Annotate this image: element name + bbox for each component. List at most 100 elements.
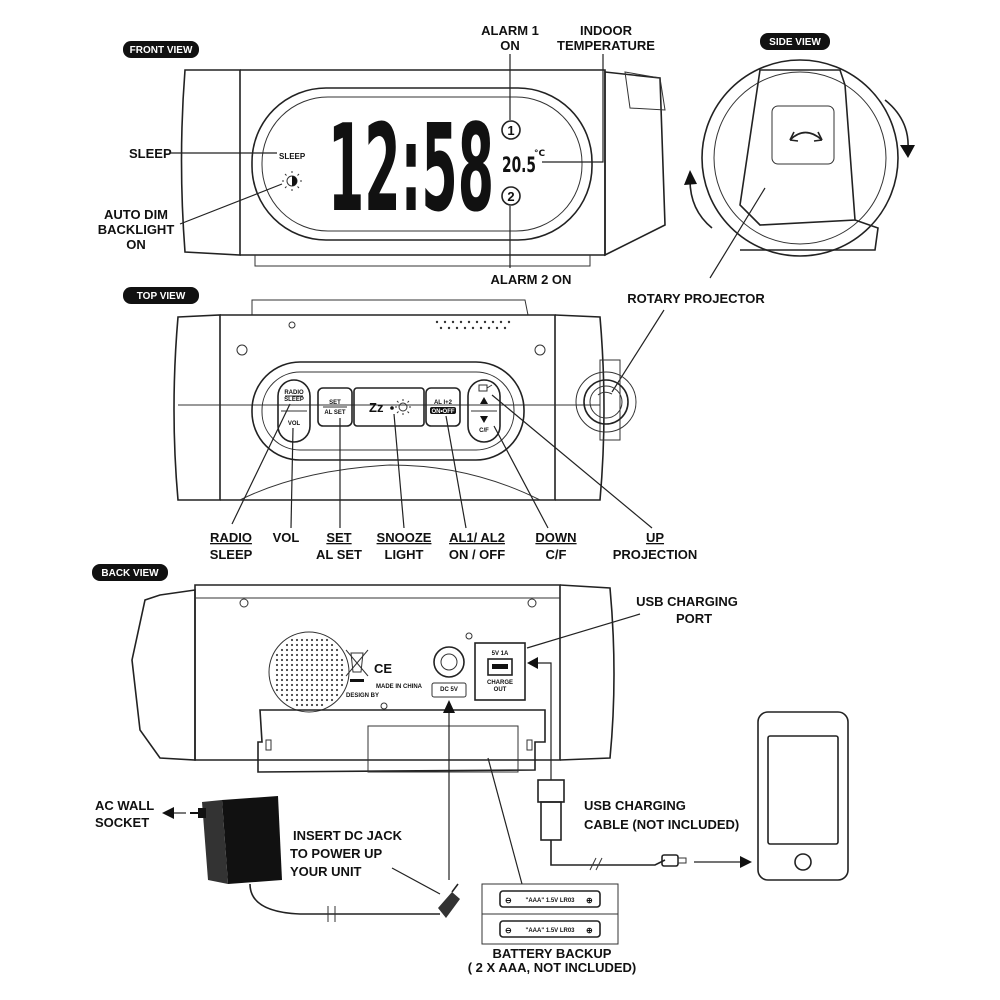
al-callout-line2: ON / OFF xyxy=(449,547,505,562)
display-temp-unit: °C xyxy=(534,149,546,159)
up-arrow-icon xyxy=(480,397,488,404)
top-projector-outer xyxy=(575,371,637,433)
battery-1-plus: ⊕ xyxy=(586,896,593,905)
made-in-label: MADE IN CHINA xyxy=(376,684,423,690)
down-callout-line1: DOWN xyxy=(535,530,576,545)
usb-port-label-line3: OUT xyxy=(494,687,507,693)
usb-cable-callout-line2: CABLE (NOT INCLUDED) xyxy=(584,817,739,832)
design-by-label: DESIGN BY xyxy=(346,693,379,699)
alarm2-callout: ALARM 2 ON xyxy=(491,272,572,287)
sleep-callout: SLEEP xyxy=(129,146,172,161)
sleep-button-label: SLEEP xyxy=(284,397,304,403)
set-button[interactable] xyxy=(317,387,353,427)
cf-button-label: C/F xyxy=(479,428,489,434)
alset-button-label: AL SET xyxy=(324,410,346,416)
top-body xyxy=(220,314,556,501)
front-view-title: FRONT VIEW xyxy=(130,45,193,56)
light-callout-line2: LIGHT xyxy=(385,547,424,562)
up-down-button[interactable] xyxy=(467,379,501,443)
ac-adapter xyxy=(190,796,460,922)
down-arrow-icon xyxy=(480,416,488,423)
speaker-grille-dots xyxy=(275,638,344,707)
usb-port-callout-line2: PORT xyxy=(676,611,712,626)
front-projector-top xyxy=(624,71,666,111)
snooze-light-button[interactable] xyxy=(353,387,425,427)
front-left-cap xyxy=(180,69,241,256)
side-body-inner xyxy=(713,71,887,245)
display-sleep: SLEEP xyxy=(279,152,306,161)
front-view: FRONT VIEW SLEEP 12:58 1 20.5 xyxy=(98,23,666,287)
front-right-cap xyxy=(604,71,666,257)
al-callout-line1: AL1/ AL2 xyxy=(449,530,505,545)
top-view-pill xyxy=(123,287,199,304)
battery-2-label: "AAA" 1.5V LR03 xyxy=(525,928,575,934)
back-stand xyxy=(257,709,546,773)
insert-dc-callout-line3: YOUR UNIT xyxy=(290,864,362,879)
alarm2-icon: 2 xyxy=(501,186,521,206)
set-callout-line1: SET xyxy=(326,530,351,545)
battery-2 xyxy=(499,920,601,938)
side-rotate-arrow xyxy=(789,131,823,141)
auto-dim-label-line3: ON xyxy=(126,237,146,252)
display-time: 12:58 xyxy=(328,100,494,239)
front-display-outer xyxy=(251,87,593,241)
snooze-button-label: Zz xyxy=(369,400,384,415)
insert-dc-leader xyxy=(391,867,441,895)
top-left-cap xyxy=(173,314,221,501)
alarm1-icon: 1 xyxy=(501,120,521,140)
side-rotation-arrow-left xyxy=(689,179,713,229)
ce-mark: CE xyxy=(374,661,392,676)
usb-port[interactable] xyxy=(487,658,513,676)
battery-callout-line2: ( 2 X AAA, NOT INCLUDED) xyxy=(468,960,637,975)
ac-socket-callout-line2: SOCKET xyxy=(95,815,149,830)
light-sun-icon xyxy=(395,399,411,415)
sleep-callout-line2: SLEEP xyxy=(210,547,253,562)
alarm1-number: 1 xyxy=(507,123,514,138)
alset-callout-line2: AL SET xyxy=(316,547,362,562)
indoor-temp-label-line2: TEMPERATURE xyxy=(557,38,655,53)
top-button-panel xyxy=(251,361,525,461)
battery-leader xyxy=(487,757,523,885)
front-stand xyxy=(254,255,591,267)
radio-callout-line1: RADIO xyxy=(210,530,252,545)
indoor-temp-leader xyxy=(542,54,604,163)
side-view-pill xyxy=(760,33,830,50)
rotary-projector-leader-top xyxy=(611,309,665,393)
display-temperature: 20.5 xyxy=(502,153,536,177)
up-callout-line1: UP xyxy=(646,530,664,545)
indoor-temp-label-line1: INDOOR xyxy=(580,23,633,38)
top-projector-lens xyxy=(589,385,623,419)
auto-dim-leader xyxy=(179,183,283,225)
insert-dc-callout-line1: INSERT DC JACK xyxy=(293,828,403,843)
radio-sleep-vol-button[interactable] xyxy=(277,379,311,443)
dc-jack[interactable] xyxy=(433,646,465,678)
radio-sleep-leader xyxy=(231,403,291,525)
al-leader xyxy=(445,415,467,529)
usb-plug-arrow xyxy=(535,662,552,780)
usb-cable xyxy=(550,840,666,866)
front-view-pill xyxy=(123,41,199,58)
projection-icon xyxy=(478,384,493,392)
top-right-cap xyxy=(554,314,605,501)
alarm2-number: 2 xyxy=(507,189,514,204)
vol-button-label: VOL xyxy=(288,421,301,427)
usb-port-leader xyxy=(526,613,641,649)
cf-callout-line2: C/F xyxy=(546,547,567,562)
side-base xyxy=(740,219,879,251)
side-projector-lens xyxy=(771,105,835,165)
top-vent-dots xyxy=(435,320,511,330)
back-view: BACK VIEW CE MADE IN CHINA DESIGN BY DC … xyxy=(92,564,849,975)
down-leader xyxy=(493,425,549,529)
top-antenna xyxy=(251,299,529,316)
usb-plug xyxy=(537,779,565,803)
up-leader xyxy=(491,394,653,529)
weee-icon xyxy=(345,649,369,682)
insert-dc-callout-line2: TO POWER UP xyxy=(290,846,383,861)
dc-label-box xyxy=(431,682,467,698)
vol-callout: VOL xyxy=(273,530,300,545)
al12-onoff-button[interactable] xyxy=(425,387,461,427)
radio-button-label: RADIO xyxy=(284,390,304,396)
rotary-projector-callout: ROTARY PROJECTOR xyxy=(627,291,765,306)
alarm1-label-line2: ON xyxy=(500,38,520,53)
